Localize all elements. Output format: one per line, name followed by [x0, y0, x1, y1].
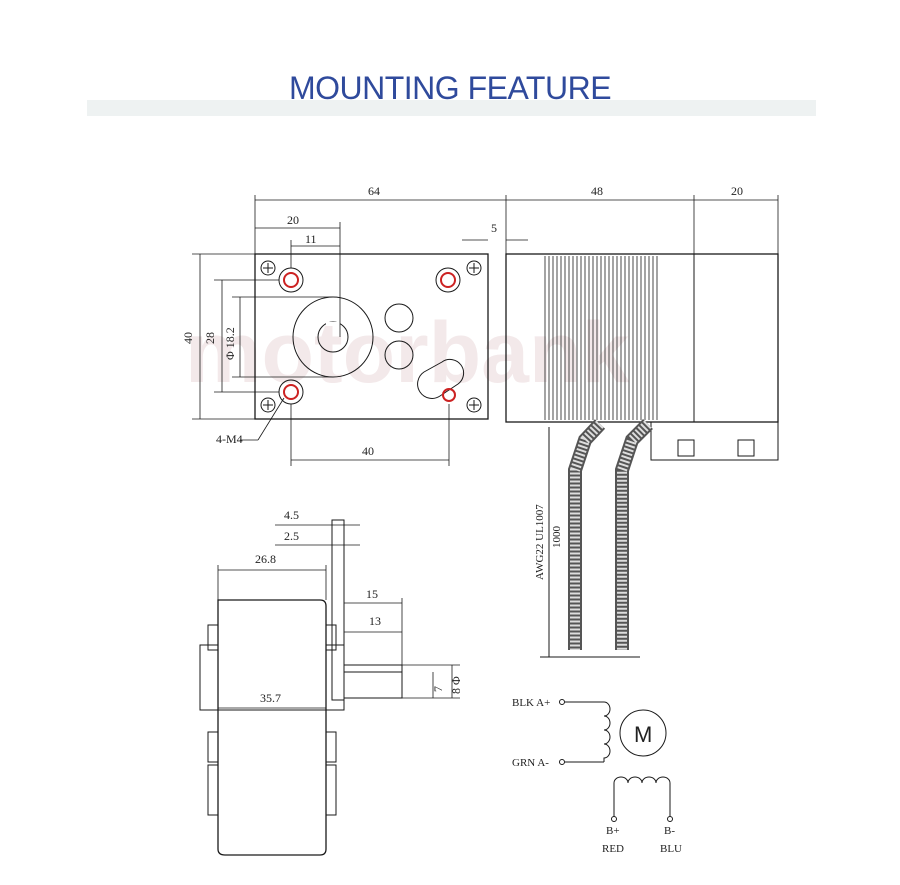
mount-hole-bottom-right-slot	[417, 358, 465, 402]
dim-8-dia: 8 Φ	[449, 676, 463, 694]
screw-bottom-right	[466, 397, 482, 413]
dim-28: 28	[203, 332, 217, 344]
connector-box	[650, 421, 779, 461]
dim-2-5: 2.5	[284, 529, 299, 543]
wire-b-minus-label: B-	[664, 825, 675, 837]
dim-7: 7	[431, 686, 445, 692]
front-dimensions	[192, 195, 779, 466]
mount-hole-top-right	[435, 267, 461, 293]
title-bar	[87, 100, 816, 116]
dim-26-8: 26.8	[255, 552, 276, 566]
wiring-diagram: BLK A+ GRN A- M B+ RED B- BLU	[512, 697, 682, 855]
cable-spec: AWG22 UL1007	[534, 504, 546, 580]
motor-symbol	[619, 709, 667, 757]
cable-length: 1000	[551, 526, 563, 549]
dim-20: 20	[287, 213, 299, 227]
side-dimensions	[217, 524, 460, 709]
dim-35-7: 35.7	[260, 691, 281, 705]
page-title: MOUNTING FEATURE	[288, 70, 612, 106]
idler-hole-bottom	[384, 340, 414, 370]
wire-b-minus-color: BLU	[660, 843, 682, 855]
lead-wires	[568, 419, 653, 650]
cooling-fins	[544, 256, 658, 420]
wire-a-minus-label: GRN A-	[512, 757, 549, 769]
idler-hole-top	[384, 303, 414, 333]
dim-20-shaft: 20	[731, 184, 743, 198]
screw-top-right	[466, 260, 482, 276]
screw-bottom-left	[260, 397, 276, 413]
dim-11: 11	[305, 232, 317, 246]
connector-pin-1	[677, 439, 695, 457]
dim-48: 48	[591, 184, 603, 198]
dim-4-m4: 4-M4	[216, 432, 243, 446]
coil-a	[603, 701, 611, 762]
wire-a-plus-label: BLK A+	[512, 697, 550, 709]
dim-64: 64	[368, 184, 380, 198]
coil-b	[613, 776, 671, 784]
motor-symbol-label: M	[634, 722, 652, 747]
dim-diameter-18-2: Φ 18.2	[223, 327, 237, 360]
watermark: motorbank	[185, 305, 630, 401]
dim-4-5: 4.5	[284, 508, 299, 522]
wire-b-plus-label: B+	[606, 825, 620, 837]
dim-13: 13	[369, 614, 381, 628]
mount-hole-top-left	[278, 267, 304, 293]
dim-40-hole-spacing: 40	[362, 444, 374, 458]
wire-b-plus-color: RED	[602, 843, 624, 855]
dim-5: 5	[491, 221, 497, 235]
side-shaft	[343, 664, 403, 699]
side-flange	[331, 519, 345, 701]
dim-15: 15	[366, 587, 378, 601]
dim-40-height: 40	[181, 332, 195, 344]
connector-pin-2	[737, 439, 755, 457]
side-view	[199, 519, 403, 856]
screw-top-left	[260, 260, 276, 276]
